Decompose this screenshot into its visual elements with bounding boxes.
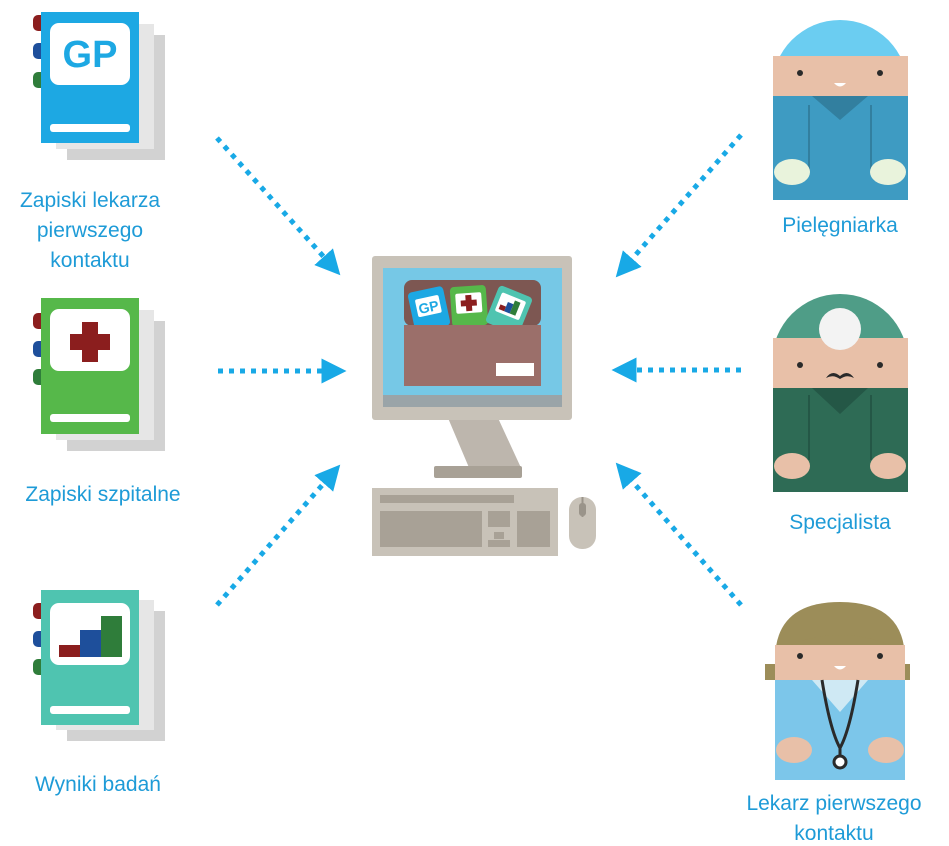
nurse-icon bbox=[773, 20, 908, 200]
gp-doctor-icon bbox=[765, 602, 910, 780]
caption-gp-notes-line-3: kontaktu bbox=[50, 249, 130, 272]
caption-gp-notes: Zapiski lekarza pierwszego kontaktu bbox=[0, 186, 180, 276]
arrows-in-right bbox=[611, 133, 743, 607]
gp-badge-label: GP bbox=[63, 34, 118, 76]
caption-test-results: Wyniki badań bbox=[0, 770, 196, 800]
arrow-gp-doctor bbox=[615, 462, 743, 607]
folder-gp-badge: GP bbox=[417, 297, 440, 317]
arrows-in-left bbox=[215, 136, 347, 607]
test-results-book-icon bbox=[33, 590, 165, 741]
records-folder: GP bbox=[404, 280, 541, 386]
arrow-nurse bbox=[615, 133, 743, 278]
monitor-stand bbox=[448, 418, 522, 470]
caption-test-results-line-1: Wyniki badań bbox=[35, 773, 161, 796]
medical-cross-icon bbox=[70, 322, 110, 362]
caption-specialist-line-1: Specjalista bbox=[789, 511, 891, 534]
arrow-gp-notes bbox=[215, 136, 341, 276]
caption-nurse: Pielęgniarka bbox=[752, 211, 928, 241]
specialist-icon bbox=[773, 294, 908, 492]
caption-gp-notes-line-1: Zapiski lekarza bbox=[19, 189, 161, 212]
caption-gp-notes-line-2: pierwszego bbox=[36, 219, 144, 242]
bar-chart-icon bbox=[59, 616, 122, 657]
mouse bbox=[569, 497, 596, 549]
keyboard bbox=[372, 488, 558, 556]
caption-hospital-notes-line-1: Zapiski szpitalne bbox=[25, 483, 181, 506]
caption-hospital-notes: Zapiski szpitalne bbox=[0, 480, 206, 510]
arrow-test-results bbox=[215, 464, 341, 607]
gp-book-icon: GP bbox=[33, 12, 165, 160]
caption-gp-doctor: Lekarz pierwszego kontaktu bbox=[719, 789, 949, 846]
caption-gp-doctor-line-1: Lekarz pierwszego bbox=[746, 792, 922, 815]
computer-icon: GP bbox=[372, 256, 596, 556]
caption-gp-doctor-line-2: kontaktu bbox=[794, 822, 874, 845]
caption-specialist: Specjalista bbox=[752, 508, 928, 538]
hospital-book-icon bbox=[33, 298, 165, 451]
caption-nurse-line-1: Pielęgniarka bbox=[782, 214, 898, 237]
